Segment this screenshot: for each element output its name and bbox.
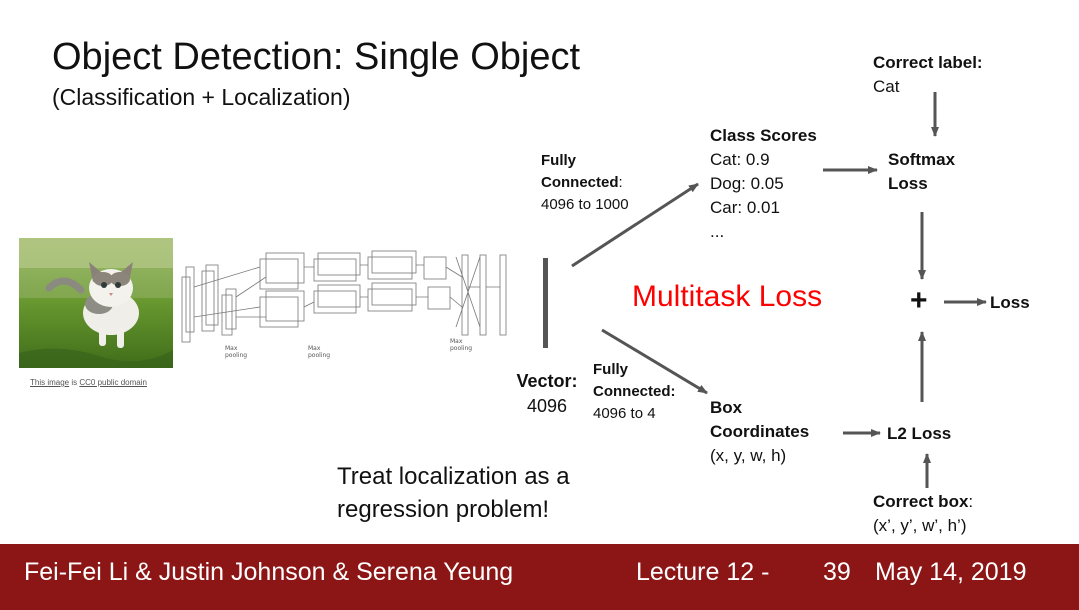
- correct-label-heading: Correct label:: [873, 53, 983, 72]
- vector-label-value: 4096: [526, 396, 568, 416]
- fc-bottom-label: Fully Connected: 4096 to 4: [593, 359, 676, 425]
- correct-label-value: Cat: [873, 77, 900, 96]
- svg-text:Max: Max: [225, 345, 238, 352]
- fc-top-label: Fully Connected: 4096 to 1000: [541, 150, 629, 216]
- license-link[interactable]: CC0 public domain: [79, 378, 147, 387]
- svg-text:pooling: pooling: [450, 345, 472, 352]
- slide-subtitle: (Classification + Localization): [52, 84, 351, 110]
- class-score-item: Cat: 0.9: [710, 150, 770, 169]
- footer-page-number: 39: [823, 558, 851, 586]
- fc-top-line1: Fully: [541, 152, 577, 169]
- svg-text:Max: Max: [308, 345, 321, 352]
- multitask-loss-label: Multitask Loss: [632, 280, 823, 313]
- plus-sign: +: [910, 284, 928, 317]
- arrow-to-box-coords: [601, 328, 708, 395]
- class-score-item: Dog: 0.05: [710, 174, 784, 193]
- credit-middle: is: [69, 378, 80, 387]
- class-score-item: ...: [710, 222, 725, 241]
- correct-label: Correct label: Cat: [873, 51, 983, 99]
- class-scores: Class Scores Cat: 0.9 Dog: 0.05 Car: 0.0…: [710, 124, 817, 244]
- total-loss: Loss: [990, 293, 1030, 312]
- svg-text:pooling: pooling: [225, 352, 247, 359]
- arrow-to-class-scores: [571, 182, 699, 268]
- softmax-line1: Softmax: [888, 150, 956, 169]
- svg-text:pooling: pooling: [308, 352, 330, 359]
- fc-bottom-line3: 4096 to 4: [593, 405, 656, 422]
- cat-photo: [19, 238, 173, 368]
- slide-title: Object Detection: Single Object: [52, 36, 581, 78]
- image-link[interactable]: This image: [30, 378, 70, 387]
- svg-text:Max: Max: [450, 338, 463, 345]
- footer-authors: Fei-Fei Li & Justin Johnson & Serena Yeu…: [24, 558, 514, 586]
- box-coords-line2: Coordinates: [710, 422, 810, 441]
- regression-note: Treat localization as a regression probl…: [337, 463, 570, 523]
- footer-lecture: Lecture 12 -: [636, 558, 770, 586]
- image-credit: This image is CC0 public domain: [30, 378, 147, 387]
- correct-box-heading: Correct box: [873, 492, 969, 511]
- box-coords-line1: Box: [710, 398, 743, 417]
- class-scores-heading: Class Scores: [710, 126, 817, 145]
- fc-bottom-line1: Fully: [593, 361, 629, 378]
- vector-label-heading: Vector:: [516, 371, 578, 391]
- feature-vector-bar: [543, 258, 548, 348]
- softmax-loss: Softmax Loss: [888, 148, 955, 196]
- fc-top-colon: :: [618, 174, 623, 191]
- softmax-line2: Loss: [888, 174, 928, 193]
- box-coordinates: Box Coordinates (x, y, w, h): [710, 396, 809, 468]
- l2-loss: L2 Loss: [887, 424, 952, 443]
- fc-top-line2: Connected: [541, 174, 619, 191]
- correct-box-value: (x’, y’, w’, h’): [873, 516, 967, 535]
- correct-box-colon: :: [968, 492, 974, 511]
- fc-top-line3: 4096 to 1000: [541, 196, 629, 213]
- slide-footer: Fei-Fei Li & Justin Johnson & Serena Yeu…: [0, 544, 1079, 610]
- class-score-item: Car: 0.01: [710, 198, 780, 217]
- fc-bottom-line2: Connected:: [593, 383, 676, 400]
- footer-date: May 14, 2019: [875, 558, 1027, 586]
- correct-box: Correct box: (x’, y’, w’, h’): [873, 490, 973, 538]
- cnn-architecture-diagram: Max pooling Max pooling Max pooling: [180, 247, 518, 362]
- vector-label: Vector: 4096: [511, 369, 583, 419]
- box-coords-line3: (x, y, w, h): [710, 446, 787, 465]
